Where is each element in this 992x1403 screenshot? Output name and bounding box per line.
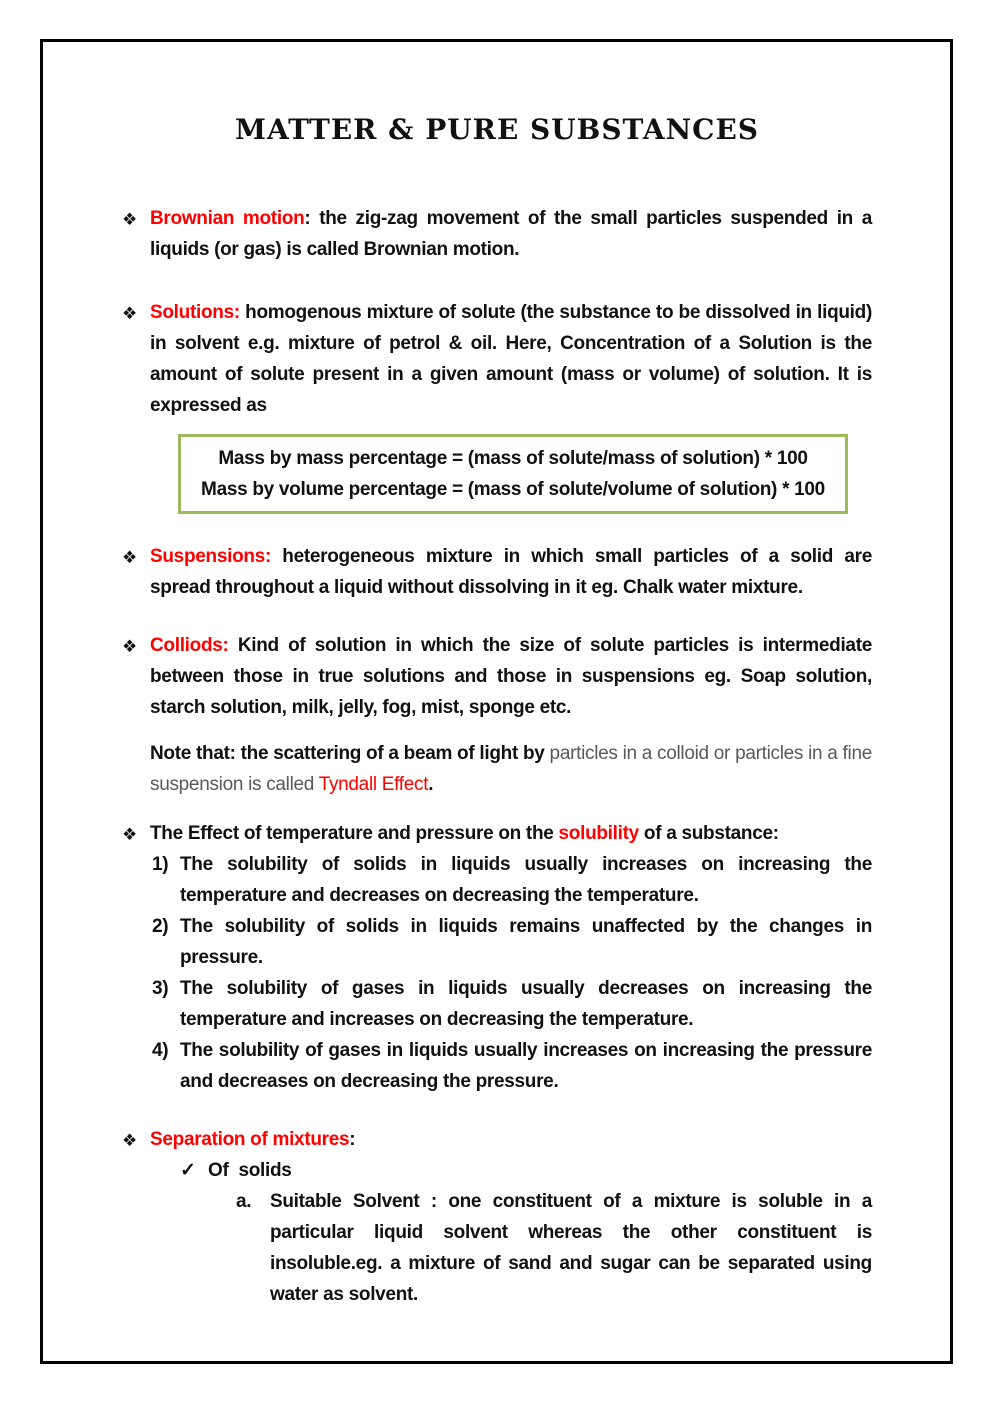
suitable-solvent-item: a. Suitable Solvent : one constituent of…	[236, 1186, 872, 1310]
section-brownian-motion: ❖ Brownian motion: the zig-zag movement …	[122, 203, 872, 265]
term-tyndall-effect: Tyndall Effect	[318, 774, 429, 795]
diamond-bullet-icon: ❖	[122, 210, 137, 229]
page-border-frame	[40, 39, 953, 1364]
list-item-text: The solubility of gases in liquids usual…	[180, 1040, 872, 1092]
term-brownian-motion: Brownian motion	[150, 208, 305, 229]
document-content: MATTER & PURE SUBSTANCES ❖ Brownian moti…	[122, 112, 872, 1310]
separation-heading: Separation of mixtures:	[150, 1124, 872, 1155]
diamond-bullet-icon: ❖	[122, 825, 137, 844]
solutions-paragraph: Solutions: homogenous mixture of solute …	[150, 297, 872, 421]
list-item: 1) The solubility of solids in liquids u…	[152, 849, 872, 911]
page-title: MATTER & PURE SUBSTANCES	[234, 113, 760, 146]
solubility-numbered-list: 1) The solubility of solids in liquids u…	[152, 849, 872, 1097]
brownian-paragraph: Brownian motion: the zig-zag movement of…	[150, 203, 872, 265]
colliods-body: Kind of solution in which the size of so…	[150, 635, 872, 718]
list-item-number: 3)	[152, 978, 169, 999]
solubility-heading-pre: The Effect of temperature and pressure o…	[150, 823, 559, 844]
list-item-text: The solubility of solids in liquids usua…	[180, 854, 872, 906]
term-colliods: Colliods:	[150, 635, 229, 656]
list-item-letter: a.	[236, 1191, 252, 1212]
term-suspensions: Suspensions:	[150, 546, 271, 567]
list-item-number: 4)	[152, 1040, 169, 1061]
diamond-bullet-icon: ❖	[122, 548, 137, 567]
colliods-paragraph: Colliods: Kind of solution in which the …	[150, 630, 872, 723]
note-period: .	[428, 774, 434, 795]
section-solutions: ❖ Solutions: homogenous mixture of solut…	[122, 297, 872, 421]
brownian-body: the zig-zag movement of the small partic…	[150, 208, 872, 260]
diamond-bullet-icon: ❖	[122, 304, 137, 323]
note-bold-text: Note that: the scattering of a beam of l…	[150, 743, 550, 764]
suspensions-paragraph: Suspensions: heterogeneous mixture in wh…	[150, 541, 872, 603]
list-item-text: The solubility of solids in liquids rema…	[180, 916, 872, 968]
of-solids-row: ✓ Of solids	[180, 1155, 872, 1186]
list-item: 4) The solubility of gases in liquids us…	[152, 1035, 872, 1097]
section-tyndall-note: Note that: the scattering of a beam of l…	[122, 738, 872, 800]
separation-colon: :	[349, 1129, 356, 1150]
of-solids-label: Of solids	[208, 1160, 292, 1181]
checkmark-bullet-icon: ✓	[180, 1160, 196, 1181]
section-separation-of-mixtures: ❖ Separation of mixtures: ✓ Of solids a.…	[122, 1124, 872, 1310]
suspensions-body: heterogeneous mixture in which small par…	[150, 546, 872, 598]
formula-line-mass-by-mass: Mass by mass percentage = (mass of solut…	[218, 448, 808, 469]
note-gray-text: particles in a colloid or particles in a…	[150, 743, 872, 795]
section-solubility-effects: ❖ The Effect of temperature and pressure…	[122, 818, 872, 1097]
note-paragraph: Note that: the scattering of a beam of l…	[150, 738, 872, 800]
diamond-bullet-icon: ❖	[122, 1131, 137, 1150]
formula-line-mass-by-volume: Mass by volume percentage = (mass of sol…	[201, 479, 825, 500]
suitable-solvent-text: Suitable Solvent : one constituent of a …	[270, 1191, 872, 1305]
list-item: 2) The solubility of solids in liquids r…	[152, 911, 872, 973]
term-solutions: Solutions:	[150, 302, 240, 323]
solubility-heading-post: of a substance:	[638, 823, 779, 844]
term-separation-of-mixtures: Separation of mixtures	[150, 1129, 350, 1150]
solubility-heading: The Effect of temperature and pressure o…	[150, 818, 872, 849]
list-item-text: The solubility of gases in liquids usual…	[180, 978, 872, 1030]
mass-percentage-formula-box: Mass by mass percentage = (mass of solut…	[178, 434, 848, 514]
section-suspensions: ❖ Suspensions: heterogeneous mixture in …	[122, 541, 872, 603]
section-colliods: ❖ Colliods: Kind of solution in which th…	[122, 630, 872, 723]
list-item-number: 2)	[152, 916, 169, 937]
solutions-body: homogenous mixture of solute (the substa…	[150, 302, 872, 416]
brownian-colon: :	[304, 208, 320, 229]
diamond-bullet-icon: ❖	[122, 637, 137, 656]
list-item-number: 1)	[152, 854, 169, 875]
term-solubility: solubility	[558, 823, 640, 844]
list-item: 3) The solubility of gases in liquids us…	[152, 973, 872, 1035]
